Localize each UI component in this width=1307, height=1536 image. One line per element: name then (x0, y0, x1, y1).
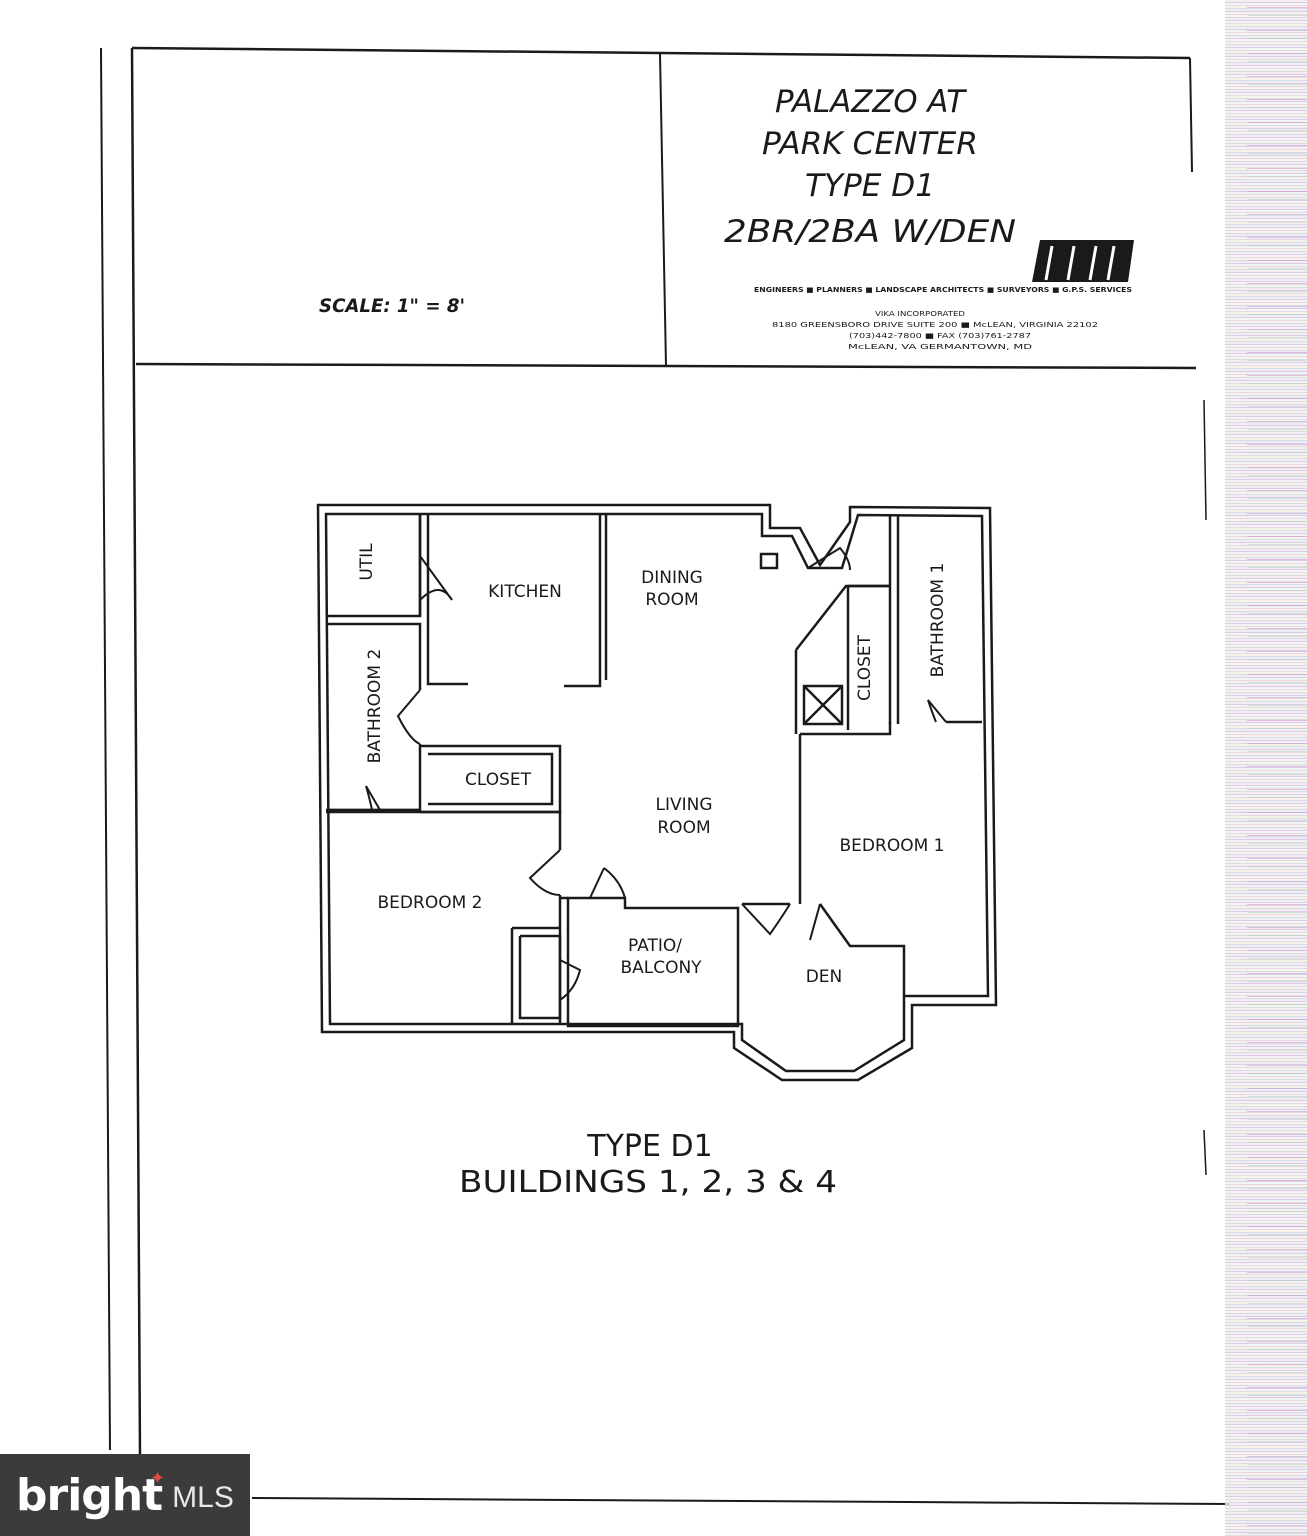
label-dining-2: ROOM (645, 590, 698, 610)
label-patio-2: BALCONY (620, 958, 702, 978)
bath2-door (396, 689, 421, 745)
label-bathroom-2: BATHROOM 2 (365, 649, 385, 764)
watermark-brand: bright (16, 1469, 163, 1521)
caption: TYPE D1 BUILDINGS 1, 2, 3 & 4 (459, 1129, 837, 1200)
label-util: UTIL (357, 543, 377, 581)
title-block: PALAZZO AT PARK CENTER TYPE D1 2BR/2BA W… (319, 84, 1134, 351)
caption-buildings: BUILDINGS 1, 2, 3 & 4 (459, 1165, 837, 1200)
bath2-lower-door (365, 785, 381, 811)
bedroom1-walls (800, 720, 982, 736)
firm-phone: (703)442-7800 ■ FAX (703)761-2787 (849, 332, 1031, 340)
label-dining-1: DINING (641, 568, 703, 588)
watermark-suffix: MLS (172, 1481, 234, 1514)
project-name-line2: PARK CENTER (762, 126, 978, 162)
label-living-2: ROOM (657, 818, 710, 838)
door-swings (365, 546, 947, 1001)
bathroom1-walls (888, 516, 900, 724)
firm-name: VIKA INCORPORATED (875, 310, 965, 318)
den-walls (742, 902, 906, 996)
project-name-line1: PALAZZO AT (775, 84, 967, 120)
den-door-left (741, 903, 791, 936)
firm-address: 8180 GREENSBORO DRIVE SUITE 200 ■ McLEAN… (772, 321, 1098, 329)
sheet-border (100, 46, 1231, 1505)
label-patio-1: PATIO/ (628, 936, 682, 956)
firm-services: ENGINEERS ■ PLANNERS ■ LANDSCAPE ARCHITE… (754, 286, 1132, 294)
entry-door (807, 546, 851, 571)
unit-description: 2BR/2BA W/DEN (724, 214, 1016, 250)
storage-door (559, 959, 582, 1001)
patio-door (589, 867, 626, 899)
kitchen-wall (426, 514, 468, 686)
label-bedroom-1: BEDROOM 1 (840, 836, 945, 856)
den-door-right (809, 903, 821, 941)
room-labels: UTIL KITCHEN DINING ROOM BATHROOM 1 CLOS… (357, 543, 948, 987)
label-kitchen: KITCHEN (488, 582, 562, 602)
scanner-artifact-strip (1225, 0, 1307, 1536)
bedroom2-walls (326, 810, 562, 1024)
bedroom2-door (528, 849, 561, 896)
scanner-artifact-lines (1247, 0, 1307, 1536)
firm-offices: McLEAN, VA GERMANTOWN, MD (848, 343, 1032, 351)
bright-mls-watermark: bright ✦ MLS (0, 1454, 250, 1536)
label-closet-right: CLOSET (855, 634, 875, 701)
label-closet-left: CLOSET (465, 770, 532, 790)
vika-logo (1032, 240, 1134, 282)
label-den: DEN (806, 967, 843, 987)
label-living-1: LIVING (655, 795, 712, 815)
label-bedroom-2: BEDROOM 2 (378, 893, 483, 913)
scale-note: SCALE: 1" = 8' (319, 295, 465, 317)
util-door (419, 555, 453, 601)
bath1-door (927, 699, 947, 723)
label-bathroom-1: BATHROOM 1 (928, 563, 948, 678)
unit-type-heading: TYPE D1 (805, 168, 935, 204)
spark-icon: ✦ (150, 1468, 166, 1488)
caption-type: TYPE D1 (586, 1129, 712, 1164)
